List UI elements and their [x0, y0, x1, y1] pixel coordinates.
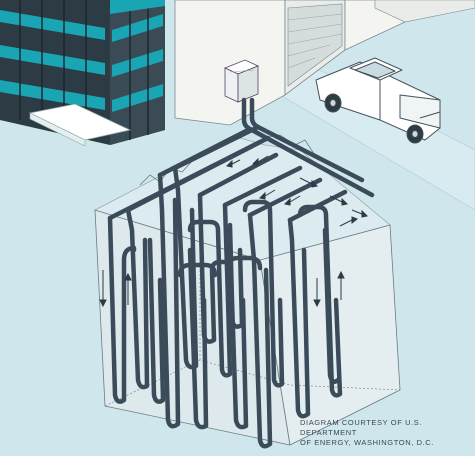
ground-loop-pipes: [107, 97, 375, 449]
credit-line-1: DIAGRAM COURTESY OF U.S. DEPARTMENT: [300, 418, 423, 437]
flow-arrows: [99, 155, 369, 308]
heat-pump-unit: [223, 59, 260, 103]
pickup-truck: [315, 57, 441, 144]
diagram-credit: DIAGRAM COURTESY OF U.S. DEPARTMENT OF E…: [300, 418, 475, 448]
credit-line-2: OF ENERGY, WASHINGTON, D.C.: [300, 438, 434, 447]
office-building: [0, 0, 165, 145]
